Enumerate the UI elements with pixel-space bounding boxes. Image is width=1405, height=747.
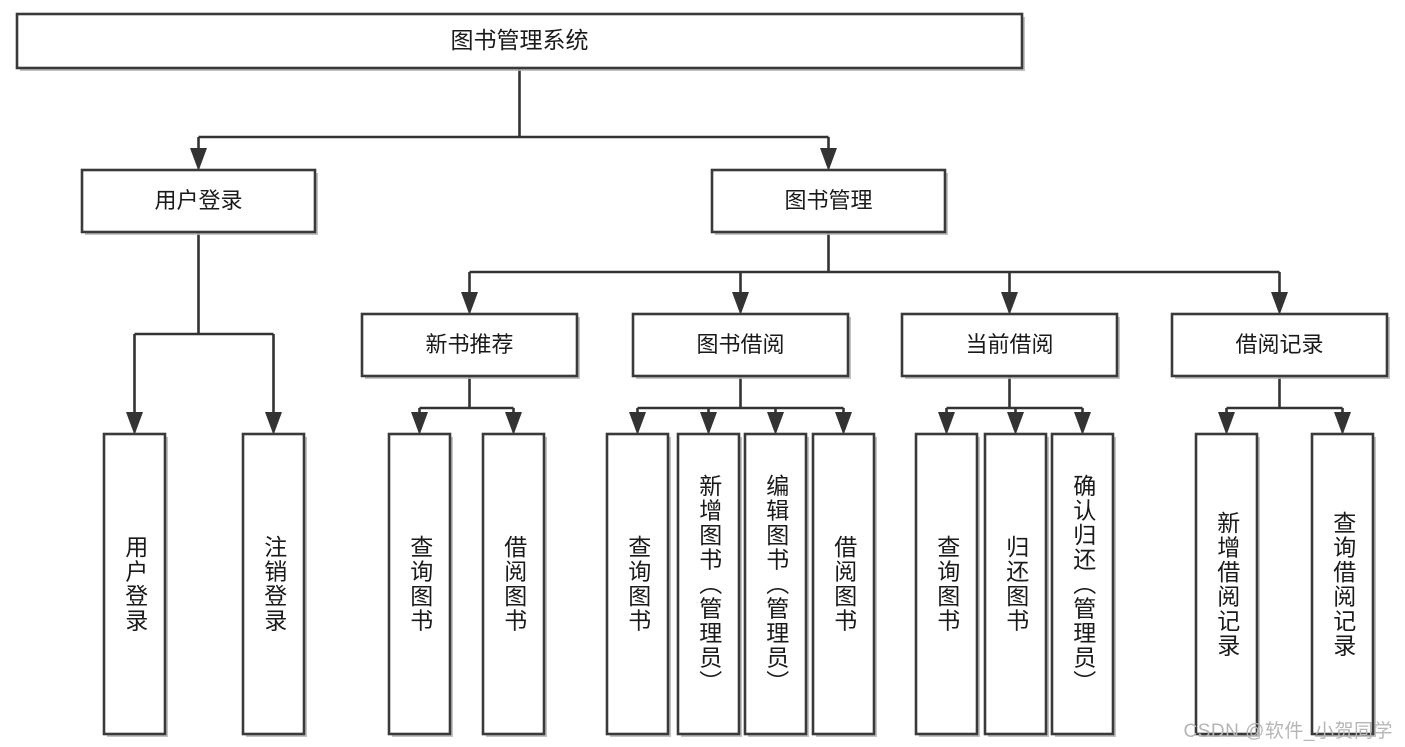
arrowhead-icon: [1074, 412, 1091, 435]
node-label-borrow-record: 借阅记录: [1235, 332, 1323, 357]
arrowhead-icon: [505, 412, 522, 435]
arrowhead-icon: [820, 148, 837, 171]
arrowhead-icon: [126, 412, 143, 435]
arrowhead-icon: [190, 148, 207, 171]
node-box-leaf-add-borrow-record[interactable]: [1194, 432, 1259, 736]
arrowhead-icon: [1001, 292, 1018, 315]
connector-edge-root-level1: [190, 68, 837, 171]
node-box-leaf-query-borrow-record[interactable]: [1310, 432, 1375, 736]
node-box-layer: [15, 12, 1390, 737]
node-box-leaf-add-book-admin[interactable]: [676, 432, 741, 736]
node-label-root: 图书管理系统: [451, 27, 589, 53]
arrowhead-icon: [938, 412, 955, 435]
connector-layer: [126, 68, 1351, 435]
arrowhead-icon: [1218, 412, 1235, 435]
arrowhead-icon: [411, 412, 428, 435]
connector-edge-userlogin-leaves: [126, 232, 282, 435]
node-box-book-manage[interactable]: [710, 168, 947, 234]
node-box-leaf-edit-book-admin[interactable]: [743, 432, 808, 736]
node-label-book-manage: 图书管理: [784, 188, 872, 213]
connector-edge-borrow-leaves: [629, 376, 852, 435]
node-box-book-borrow[interactable]: [631, 312, 850, 378]
arrowhead-icon: [1007, 412, 1024, 435]
node-box-leaf-query-book-recommend[interactable]: [387, 432, 452, 736]
node-box-root[interactable]: [15, 12, 1024, 70]
arrowhead-icon: [1334, 412, 1351, 435]
arrowhead-icon: [835, 412, 852, 435]
connector-edge-record-leaves: [1218, 376, 1351, 435]
node-box-borrow-record[interactable]: [1170, 312, 1389, 378]
arrowhead-icon: [700, 412, 717, 435]
node-box-leaf-borrow-book[interactable]: [811, 432, 876, 736]
node-box-leaf-logout[interactable]: [241, 432, 306, 736]
node-box-new-book-recommend[interactable]: [360, 312, 579, 378]
node-label-new-book-recommend: 新书推荐: [425, 332, 513, 357]
node-box-leaf-return-book[interactable]: [983, 432, 1048, 736]
node-box-current-borrow[interactable]: [900, 312, 1119, 378]
connector-edge-current-leaves: [938, 376, 1091, 435]
arrowhead-icon: [767, 412, 784, 435]
arrowhead-icon: [461, 292, 478, 315]
node-box-leaf-borrow-book-recommend[interactable]: [481, 432, 546, 736]
node-label-current-borrow: 当前借阅: [965, 332, 1053, 357]
arrowhead-icon: [1271, 292, 1288, 315]
node-label-book-borrow: 图书借阅: [696, 332, 784, 357]
node-box-leaf-confirm-return-admin[interactable]: [1050, 432, 1115, 736]
watermark-text: CSDN @软件_小贺同学: [1183, 721, 1393, 742]
node-box-leaf-query-book-current[interactable]: [914, 432, 979, 736]
node-box-user-login[interactable]: [80, 168, 317, 234]
node-box-leaf-user-login[interactable]: [102, 432, 167, 736]
node-label-user-login: 用户登录: [154, 188, 242, 213]
arrowhead-icon: [629, 412, 646, 435]
arrowhead-icon: [265, 412, 282, 435]
connector-edge-recommend-leaves: [411, 376, 522, 435]
node-box-leaf-query-book-borrow[interactable]: [605, 432, 670, 736]
connector-edge-bookmanage-level2: [461, 232, 1288, 315]
arrowhead-icon: [732, 292, 749, 315]
